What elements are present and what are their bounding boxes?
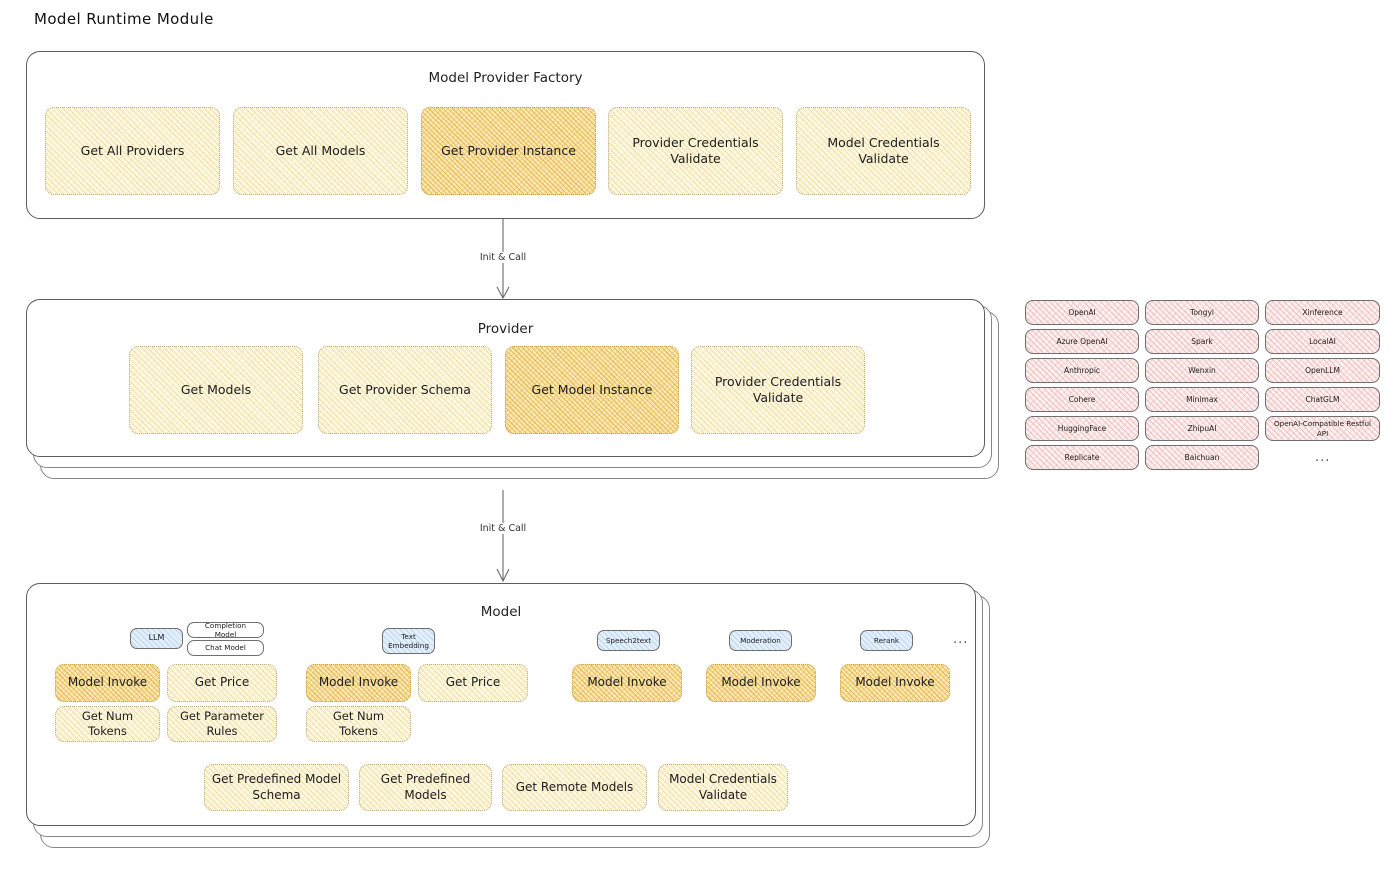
provider-box-get-models[interactable]: Get Models (129, 346, 303, 434)
text-embedding-method-get-price[interactable]: Get Price (418, 664, 528, 702)
text-embedding-method-model-invoke[interactable]: Model Invoke (306, 664, 411, 702)
provider-chip-openai[interactable]: OpenAI (1025, 300, 1139, 325)
provider-chip-cohere[interactable]: Cohere (1025, 387, 1139, 412)
model-subtype-chat-model[interactable]: Chat Model (187, 640, 264, 656)
factory-box-get-provider-instance[interactable]: Get Provider Instance (421, 107, 596, 195)
provider-box-get-provider-schema[interactable]: Get Provider Schema (318, 346, 492, 434)
provider-chip-spark[interactable]: Spark (1145, 329, 1259, 354)
provider-chip-replicate[interactable]: Replicate (1025, 445, 1139, 470)
model-types-more: ... (953, 632, 969, 647)
provider-list-more: ... (1315, 450, 1331, 465)
moderation-method-model-invoke[interactable]: Model Invoke (706, 664, 816, 702)
arrow-provider-to-model: Init & Call (440, 490, 580, 585)
provider-chip-localai[interactable]: LocalAI (1265, 329, 1380, 354)
provider-chip-anthropic[interactable]: Anthropic (1025, 358, 1139, 383)
model-provider-factory-panel: Model Provider Factory Get All Providers… (26, 51, 985, 219)
rerank-method-model-invoke[interactable]: Model Invoke (840, 664, 950, 702)
model-type-badge-moderation[interactable]: Moderation (729, 630, 792, 651)
llm-method-get-price[interactable]: Get Price (167, 664, 277, 702)
provider-chip-minimax[interactable]: Minimax (1145, 387, 1259, 412)
llm-method-get-num-tokens[interactable]: Get Num Tokens (55, 706, 160, 742)
factory-box-get-all-providers[interactable]: Get All Providers (45, 107, 220, 195)
provider-title: Provider (477, 321, 534, 337)
model-common-get-predefined-model-schema[interactable]: Get Predefined Model Schema (204, 764, 349, 811)
provider-box-get-model-instance[interactable]: Get Model Instance (505, 346, 679, 434)
provider-chip-azure-openai[interactable]: Azure OpenAI (1025, 329, 1139, 354)
text-embedding-method-get-num-tokens[interactable]: Get Num Tokens (306, 706, 411, 742)
model-subtype-completion-model[interactable]: Completion Model (187, 621, 264, 639)
model-type-badge-text-embedding[interactable]: Text Embedding (382, 628, 435, 654)
page-title: Model Runtime Module (34, 10, 214, 28)
arrow-icon (496, 490, 510, 583)
arrow-label-init-call-2: Init & Call (475, 523, 531, 534)
model-panel: Model LLM Completion Model Chat Model Mo… (26, 583, 976, 826)
provider-box-provider-credentials-validate[interactable]: Provider Credentials Validate (691, 346, 865, 434)
provider-chip-openllm[interactable]: OpenLLM (1265, 358, 1380, 383)
factory-box-provider-credentials-validate[interactable]: Provider Credentials Validate (608, 107, 783, 195)
model-provider-factory-title: Model Provider Factory (428, 70, 583, 86)
model-common-get-remote-models[interactable]: Get Remote Models (502, 764, 647, 811)
llm-method-get-parameter-rules[interactable]: Get Parameter Rules (167, 706, 277, 742)
llm-method-model-invoke[interactable]: Model Invoke (55, 664, 160, 702)
arrow-label-init-call-1: Init & Call (475, 252, 531, 263)
provider-chip-openai-compatible-restful-api[interactable]: OpenAI-Compatible Restful API (1265, 416, 1380, 441)
provider-chip-zhipuai[interactable]: ZhipuAI (1145, 416, 1259, 441)
provider-panel: Provider Get Models Get Provider Schema … (26, 299, 985, 457)
model-type-badge-rerank[interactable]: Rerank (860, 630, 913, 651)
provider-chip-wenxin[interactable]: Wenxin (1145, 358, 1259, 383)
model-common-get-predefined-models[interactable]: Get Predefined Models (359, 764, 492, 811)
factory-box-get-all-models[interactable]: Get All Models (233, 107, 408, 195)
model-common-model-credentials-validate[interactable]: Model Credentials Validate (658, 764, 788, 811)
provider-chip-chatglm[interactable]: ChatGLM (1265, 387, 1380, 412)
model-type-badge-speech2text[interactable]: Speech2text (597, 630, 660, 651)
provider-chip-xinference[interactable]: Xinference (1265, 300, 1380, 325)
model-title: Model (480, 604, 522, 620)
provider-chip-huggingface[interactable]: HuggingFace (1025, 416, 1139, 441)
model-type-badge-llm[interactable]: LLM (130, 628, 183, 649)
speech2text-method-model-invoke[interactable]: Model Invoke (572, 664, 682, 702)
provider-chip-baichuan[interactable]: Baichuan (1145, 445, 1259, 470)
provider-chip-tongyi[interactable]: Tongyi (1145, 300, 1259, 325)
factory-box-model-credentials-validate[interactable]: Model Credentials Validate (796, 107, 971, 195)
arrow-factory-to-provider: Init & Call (440, 219, 580, 304)
provider-list: OpenAI Azure OpenAI Anthropic Cohere Hug… (1025, 300, 1380, 475)
